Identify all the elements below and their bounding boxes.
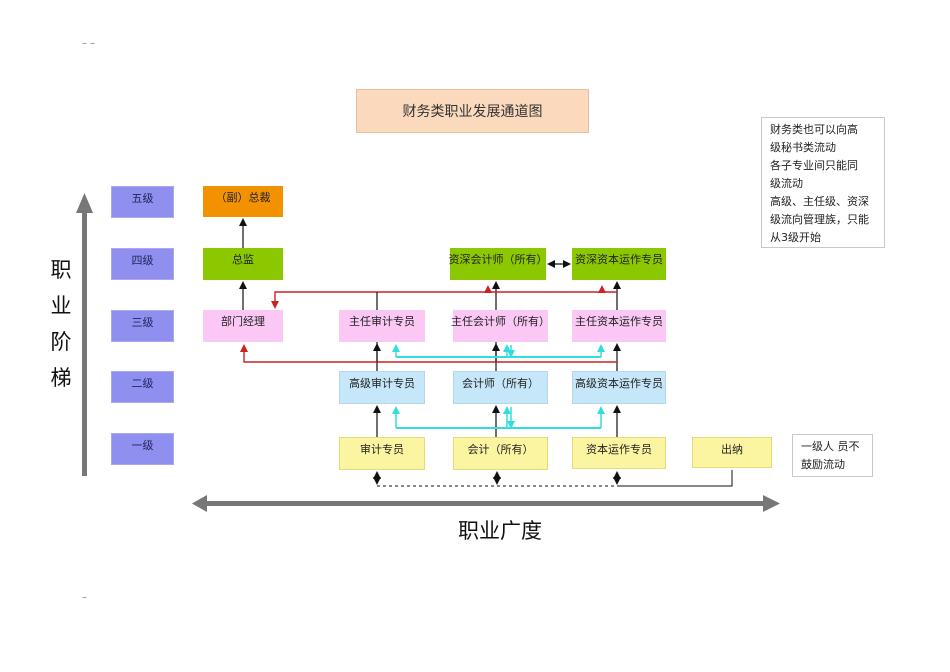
- level-4: 四级: [111, 248, 174, 280]
- node-audit: 审计专员: [339, 437, 425, 470]
- node-senior-audit: 高级审计专员: [339, 371, 425, 404]
- axis-label-career-breadth: 职业广度: [458, 519, 542, 543]
- arrow-level3-to-manager: [240, 344, 617, 363]
- axis-label-career-ladder-text: 职业阶梯: [50, 258, 72, 390]
- level-5: 五级: [111, 186, 174, 218]
- level-1: 一级: [111, 433, 174, 465]
- node-senior-accountant-all: 资深会计师（所有）: [449, 248, 548, 280]
- node-dept-manager: 部门经理: [203, 310, 283, 342]
- node-director: 总监: [203, 248, 283, 280]
- node-senior-capital-specialist: 资深资本运作专员: [572, 248, 666, 280]
- diagram-title: 财务类职业发展通道图: [356, 89, 589, 133]
- level-2: 二级: [111, 371, 174, 403]
- node-accountant-all: 会计师（所有）: [453, 371, 548, 404]
- arrow-level4-to-manager: [271, 291, 617, 309]
- node-accounting-all: 会计（所有）: [453, 437, 548, 470]
- corner-mark-top: – –: [82, 38, 96, 49]
- node-chief-audit: 主任审计专员: [339, 310, 425, 342]
- corner-mark-bottom: –: [82, 592, 87, 603]
- horizontal-axis-arrow: [192, 495, 780, 512]
- node-cashier: 出纳: [692, 437, 772, 468]
- node-vice-president: （副）总裁: [203, 186, 283, 217]
- note-level1: 一级人 员不 鼓励流动: [792, 434, 873, 477]
- level1-cashier-link: [617, 470, 733, 487]
- level-3: 三级: [111, 310, 174, 342]
- node-capital: 资本运作专员: [572, 437, 666, 469]
- node-senior-capital: 高级资本运作专员: [572, 371, 666, 404]
- note-flow-rules: 财务类也可以向高 级秘书类流动 各子专业间只能同 级流动 高级、主任级、资深 级…: [761, 117, 885, 248]
- vertical-axis-arrow: [76, 193, 93, 476]
- axis-label-career-ladder: 职业阶梯: [46, 252, 76, 396]
- node-chief-accountant: 主任会计师（所有）: [451, 310, 550, 342]
- node-chief-capital: 主任资本运作专员: [572, 310, 666, 342]
